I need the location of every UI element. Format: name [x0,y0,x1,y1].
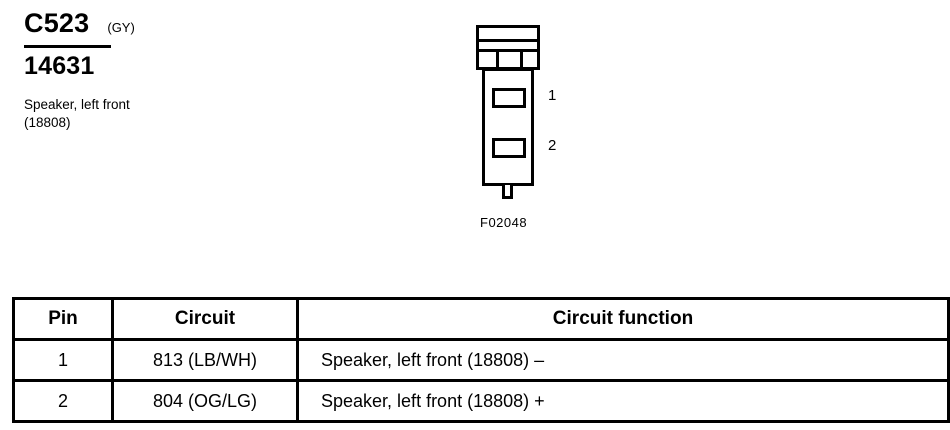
column-header-circuit: Circuit [111,297,299,341]
cell-circuit: 813 (LB/WH) [111,338,299,382]
column-header-circuit-function: Circuit function [296,297,950,341]
connector-locking-tab [502,185,513,199]
connector-description-line-1: Speaker, left front [24,97,130,112]
connector-drawing: 1 2 F02048 [460,20,590,230]
connector-cap [476,25,540,70]
connector-description-line-2: (18808) [24,115,71,130]
cell-circuit: 804 (OG/LG) [111,379,299,423]
cell-pin: 2 [12,379,114,423]
pin-callout-1: 1 [548,87,557,104]
cap-band-upper [479,39,537,42]
cell-circuit-function: Speaker, left front (18808) – [296,338,950,382]
connector-id: C523 [24,8,90,38]
cap-cell-divider-left [496,52,499,70]
pinout-table: Pin Circuit Circuit function 1 813 (LB/W… [12,297,950,423]
pin-slot-2 [492,138,526,158]
table-header-row: Pin Circuit Circuit function [12,297,950,341]
column-header-pin: Pin [12,297,114,341]
cap-band-lower [479,49,537,52]
connector-body [482,68,534,186]
figure-caption: F02048 [480,215,528,230]
table-row: 2 804 (OG/LG) Speaker, left front (18808… [12,379,950,423]
cell-circuit-function: Speaker, left front (18808) + [296,379,950,423]
connector-description: Speaker, left front (18808) [24,96,284,132]
connector-figure: 1 2 F02048 [460,20,600,230]
connector-id-row: C523 (GY) [24,6,284,42]
connector-part-number: 14631 [24,52,95,80]
header-divider-rule [24,45,111,48]
table-row: 1 813 (LB/WH) Speaker, left front (18808… [12,338,950,382]
connector-color-code: (GY) [107,20,135,35]
pin-slot-1 [492,88,526,108]
cell-pin: 1 [12,338,114,382]
cap-cell-divider-right [520,52,523,70]
connector-header: C523 (GY) 14631 Speaker, left front (188… [24,6,284,132]
pin-callout-2: 2 [548,137,557,154]
